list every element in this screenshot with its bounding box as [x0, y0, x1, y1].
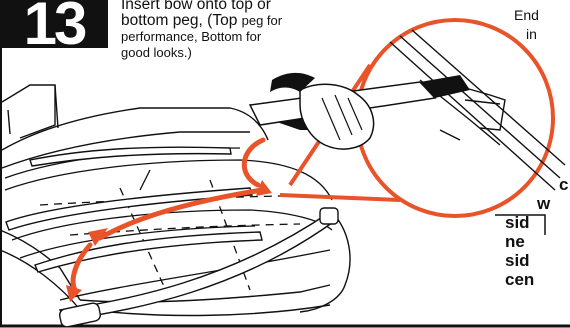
side-note-bottom-line-5: sid	[503, 251, 570, 270]
side-note-bottom: c w sid ne sid cen	[503, 175, 570, 325]
instruction-line-2: bottom peg, (Top peg for	[121, 13, 336, 29]
instruction-line-3: performance, Bottom for	[121, 29, 336, 45]
instruction-line-4: good looks.)	[121, 45, 336, 61]
step-number-badge: 13	[0, 0, 108, 48]
instruction-text: Insert bow onto top or bottom peg, (Top …	[121, 0, 336, 61]
side-note-bottom-line-6: cen	[503, 270, 570, 289]
step-number: 13	[24, 0, 85, 48]
side-note-top-line-1: End	[514, 6, 570, 25]
windshield	[2, 85, 58, 138]
side-note-top: End in	[514, 6, 570, 46]
side-note-bottom-line-1: c	[503, 175, 570, 194]
side-note-bottom-line-4: ne	[503, 232, 570, 251]
side-note-top-line-2: in	[514, 25, 570, 44]
side-note-bottom-line-3: sid	[503, 213, 570, 232]
boat-cover	[5, 148, 332, 300]
side-note-bottom-line-2: w	[503, 194, 570, 213]
